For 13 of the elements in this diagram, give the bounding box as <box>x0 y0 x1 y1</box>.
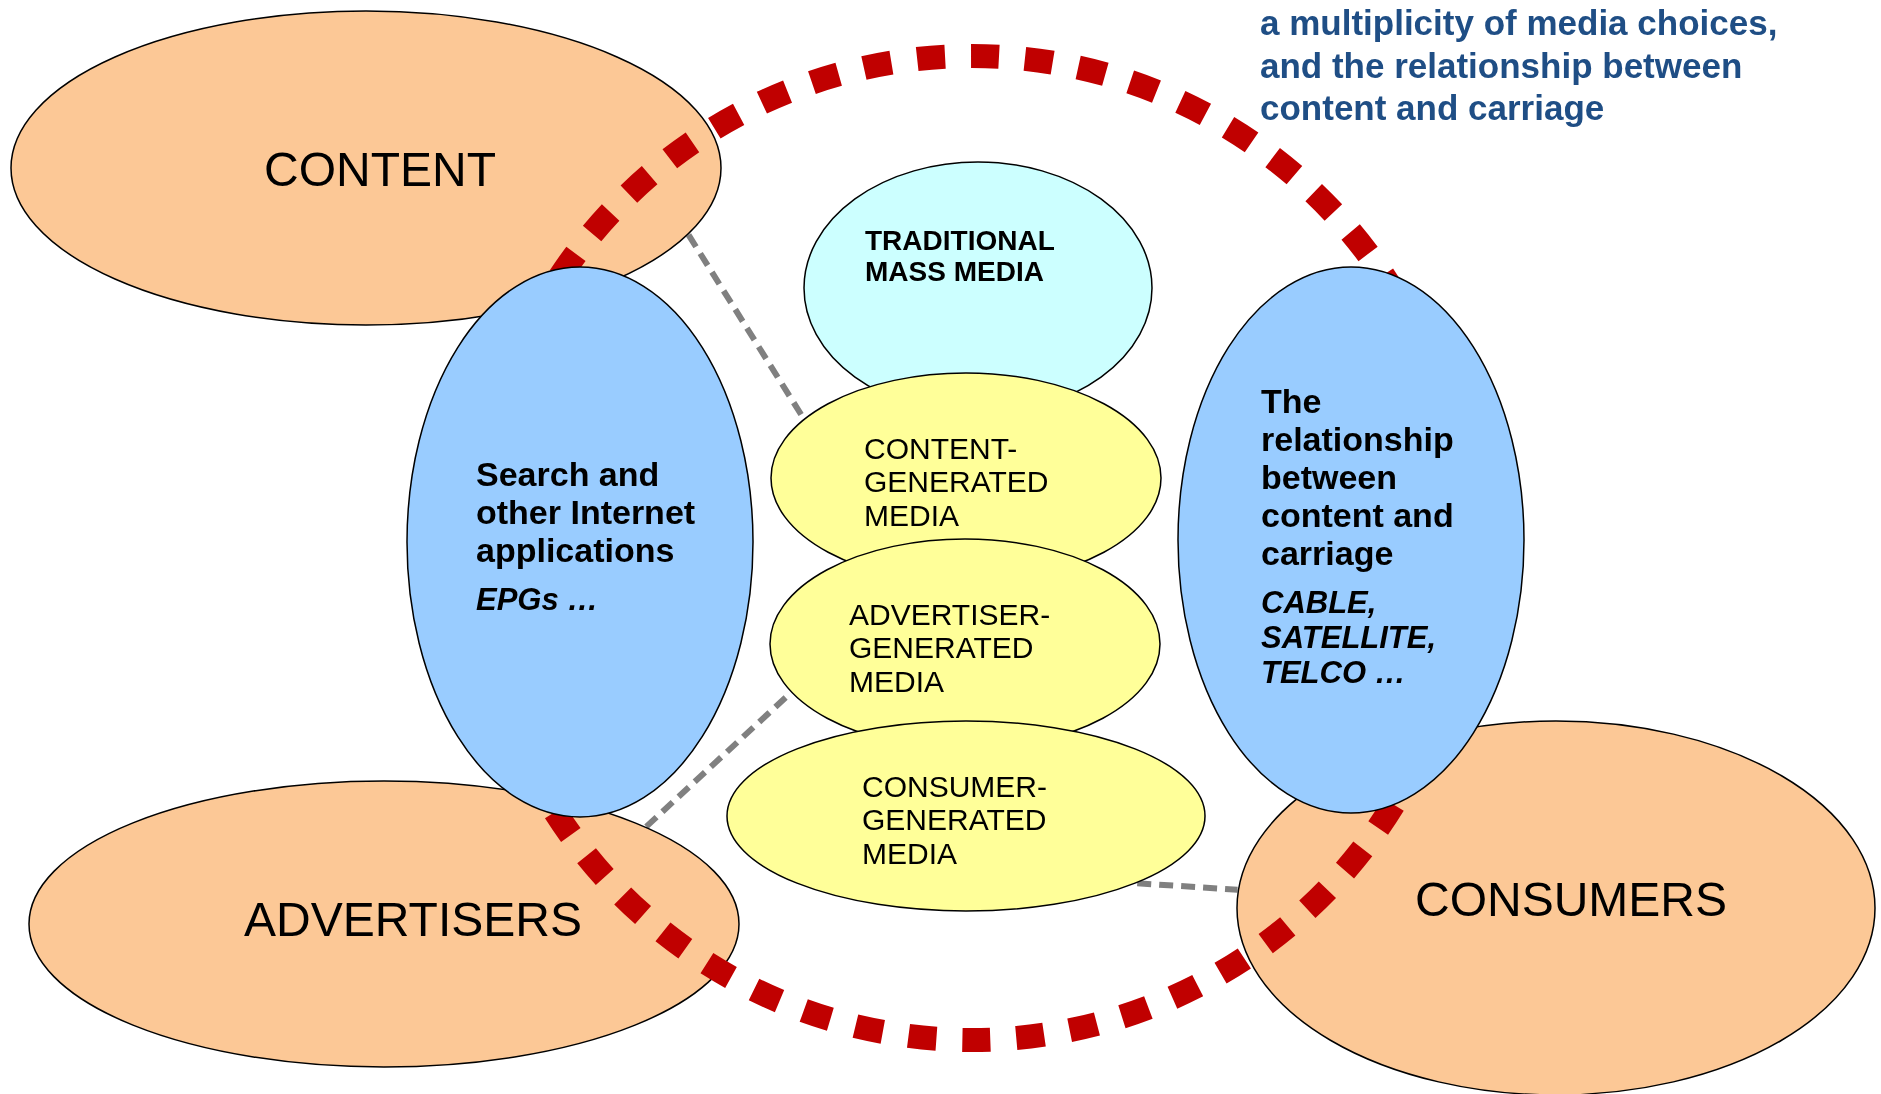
example-list: CABLE, SATELLITE, TELCO … <box>1261 586 1501 691</box>
node-label: CONSUMER-GENERATED MEDIA <box>862 769 1048 871</box>
node-label: CONSUMERS <box>1414 873 1728 927</box>
dashed-connector <box>1137 880 1238 893</box>
node-label: CONTENT-GENERATED MEDIA <box>864 431 1050 533</box>
node-label: ADVERTISERS <box>243 893 583 947</box>
node-label: The relationship between content and carriage <box>1261 381 1455 573</box>
caption-text: a multiplicity of media choices, and the relationship between content and carriage <box>1260 2 1779 130</box>
node-label: CONTENT <box>263 143 497 197</box>
example-list: EPGs … <box>476 582 726 618</box>
node-label: Search and other Internet applications <box>476 454 697 569</box>
node-label: TRADITIONAL MASS MEDIA <box>865 224 1056 288</box>
node-label: ADVERTISER-GENERATED MEDIA <box>849 597 1052 699</box>
